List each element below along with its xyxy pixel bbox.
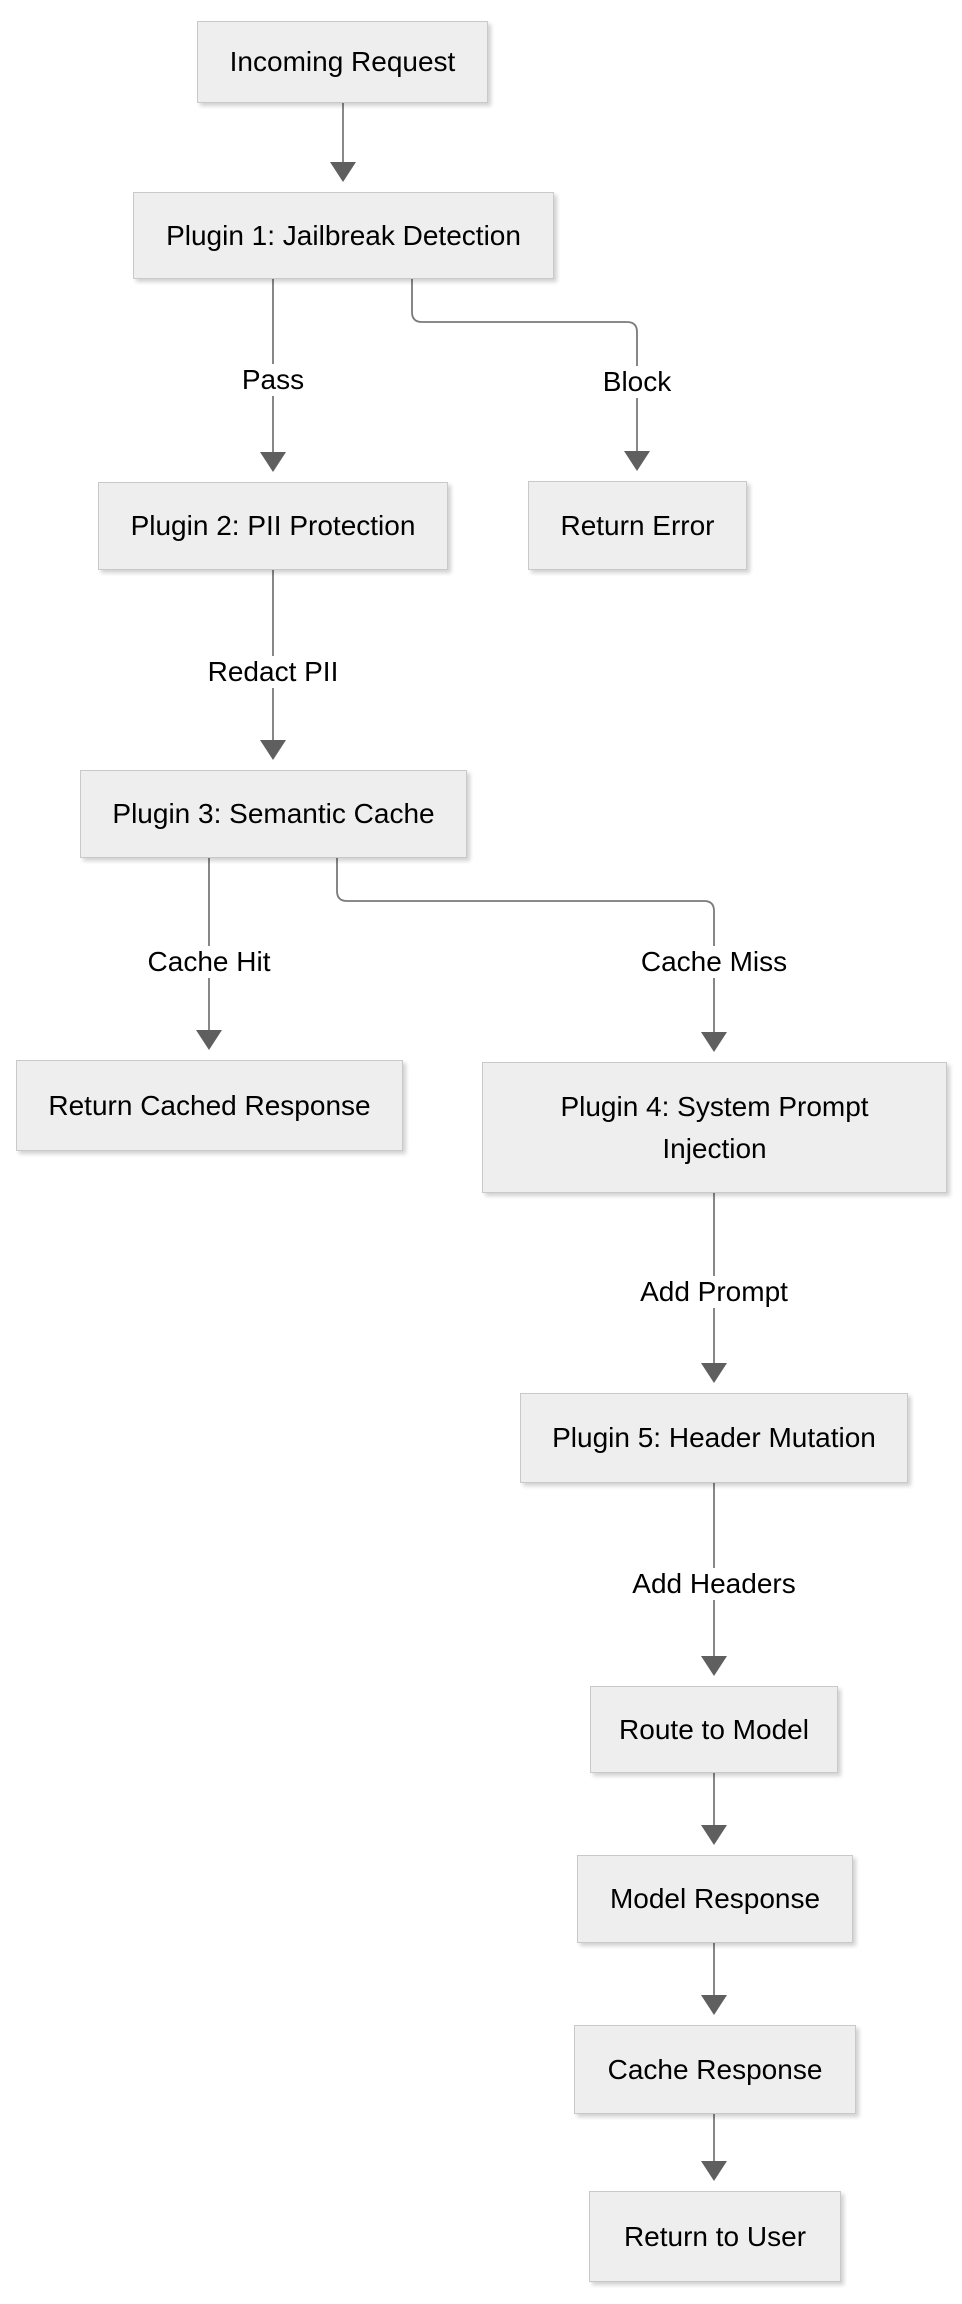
node-label: Plugin 5: Header Mutation (552, 1422, 876, 1453)
node-plugin4: Plugin 4: System Prompt Injection (482, 1062, 947, 1193)
arrowhead-icon (701, 2161, 727, 2181)
node-plugin5: Plugin 5: Header Mutation (520, 1393, 908, 1483)
node-incoming_request: Incoming Request (197, 21, 488, 103)
node-label: Plugin 2: PII Protection (130, 510, 416, 541)
node-label: Model Response (609, 1883, 821, 1914)
node-label: Plugin 3: Semantic Cache (112, 798, 435, 829)
edge-line-plugin1-to-return_error (411, 279, 638, 453)
arrowhead-icon (701, 1825, 727, 1845)
arrowhead-icon (196, 1030, 222, 1050)
arrowhead-icon (701, 1656, 727, 1676)
node-model_response: Model Response (577, 1855, 853, 1943)
edge-label-add-headers: Add Headers (624, 1568, 804, 1600)
node-label: Return to User (623, 2220, 807, 2252)
node-return_error: Return Error (528, 481, 747, 570)
node-label: Cache Response (607, 2053, 823, 2085)
node-label: Plugin 4: System Prompt Injection (560, 1090, 869, 1164)
arrowhead-icon (701, 1032, 727, 1052)
node-label: Route to Model (619, 1713, 809, 1745)
edge-label-pass: Pass (233, 364, 313, 396)
node-plugin3: Plugin 3: Semantic Cache (80, 770, 467, 858)
node-plugin2: Plugin 2: PII Protection (98, 482, 448, 570)
edge-label-block: Block (594, 366, 680, 398)
arrowhead-icon (260, 452, 286, 472)
node-route_to_model: Route to Model (590, 1686, 838, 1773)
node-plugin1: Plugin 1: Jailbreak Detection (133, 192, 554, 279)
edge-line-plugin3-to-plugin4 (336, 858, 715, 1034)
edge-label-cache-hit: Cache Hit (139, 946, 279, 978)
edge-label-redact-pii: Redact PII (199, 656, 347, 688)
node-label: Incoming Request (229, 46, 456, 77)
node-label: Return Error (560, 509, 715, 541)
arrowhead-icon (260, 740, 286, 760)
node-label: Plugin 1: Jailbreak Detection (166, 219, 521, 251)
arrowhead-icon (701, 1995, 727, 2015)
node-return_to_user: Return to User (589, 2191, 841, 2282)
node-label: Return Cached Response (48, 1089, 371, 1121)
arrowhead-icon (701, 1363, 727, 1383)
arrowhead-icon (330, 162, 356, 182)
edge-label-add-prompt: Add Prompt (632, 1276, 796, 1308)
edge-label-cache-miss: Cache Miss (632, 946, 796, 978)
arrowhead-icon (624, 451, 650, 471)
node-return_cached: Return Cached Response (16, 1060, 403, 1151)
node-cache_response: Cache Response (574, 2025, 856, 2114)
